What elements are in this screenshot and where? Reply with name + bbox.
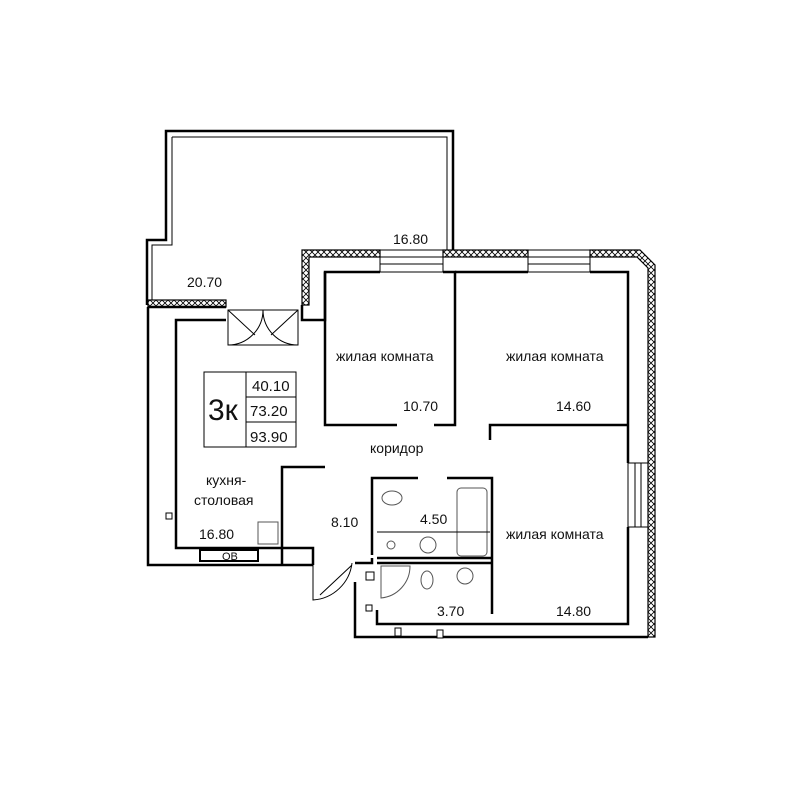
balcony-area: 16.80 [393, 231, 428, 247]
bathtub-icon [456, 487, 488, 557]
sink-icon [419, 536, 437, 554]
balcony [145, 129, 455, 305]
room-1-name: жилая комната [336, 348, 434, 364]
entrance-door[interactable] [312, 562, 353, 601]
loggia-area: 20.70 [187, 274, 222, 290]
fixtures [199, 487, 490, 599]
room-3-area: 14.80 [556, 603, 591, 619]
walls [146, 270, 648, 639]
bathroom-area: 4.50 [420, 511, 447, 527]
ov-label: ОВ [222, 551, 238, 563]
apartment-type: 3к [208, 394, 239, 427]
hall-area: 8.10 [331, 514, 358, 530]
room-1-area: 10.70 [403, 398, 438, 414]
toilet-icon [381, 490, 403, 506]
kitchen-name: кухня- [206, 472, 247, 488]
sink-icon [456, 567, 474, 585]
total-area-with-balcony: 93.90 [250, 429, 288, 446]
balcony-door[interactable] [227, 309, 299, 346]
windows [379, 249, 649, 528]
kitchen-name-2: столовая [194, 492, 254, 508]
room-2-area: 14.60 [556, 398, 591, 414]
living-area: 40.10 [252, 378, 290, 395]
room-3-name: жилая комната [506, 526, 604, 542]
total-area: 73.20 [250, 403, 288, 420]
room-2-name: жилая комната [506, 348, 604, 364]
kitchen-area: 16.80 [199, 526, 234, 542]
toilet-icon [420, 570, 434, 590]
wc-area: 3.70 [437, 603, 464, 619]
shower-icon [380, 565, 411, 599]
apartment-info-box: 3к 40.10 73.20 93.90 [203, 371, 297, 448]
corridor-name: коридор [370, 440, 424, 456]
